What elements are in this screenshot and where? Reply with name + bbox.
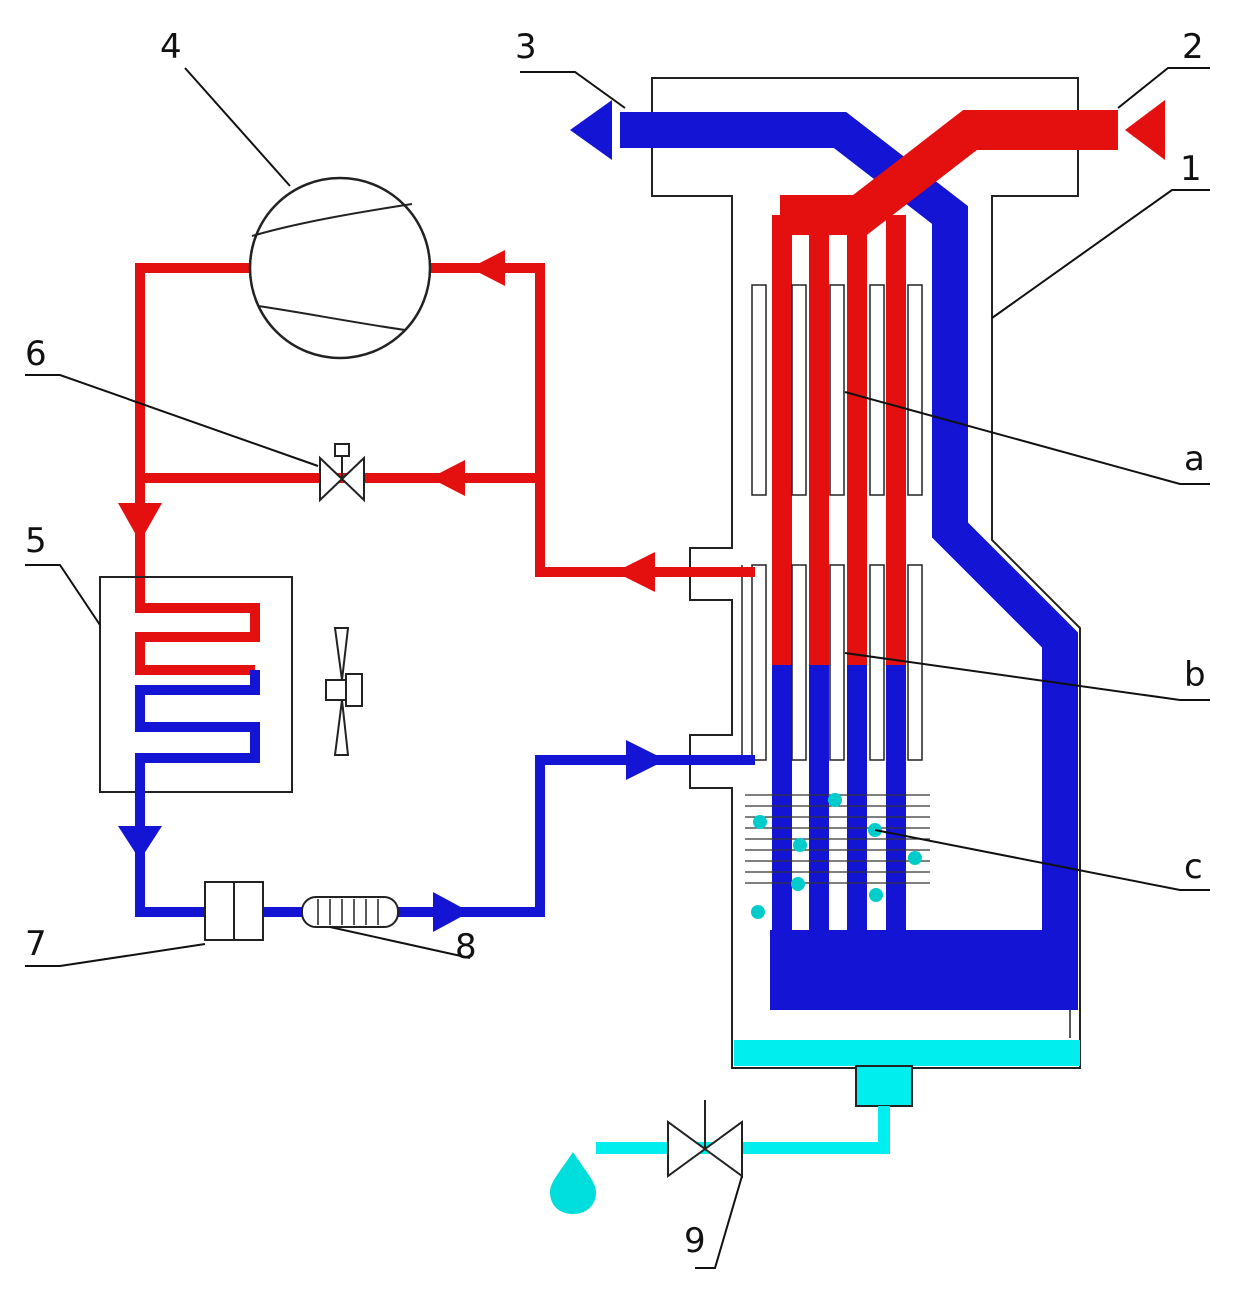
- leader-8: [329, 926, 471, 959]
- condensate-pool: [734, 1040, 1080, 1066]
- condenser-box: [99, 576, 293, 793]
- bypass-valve-icon: [319, 443, 365, 503]
- leader-5: [25, 564, 101, 626]
- leader-b: [844, 652, 1210, 701]
- leader-7: [25, 943, 206, 967]
- cold-air-bottom-chamber: [770, 930, 1060, 1010]
- label-2: 2: [1182, 27, 1204, 67]
- label-c: c: [1184, 847, 1203, 887]
- label-3: 3: [515, 27, 537, 67]
- leader-a: [844, 391, 1210, 485]
- leader-3: [520, 71, 626, 109]
- air-inlet-arrow-icon: [1125, 100, 1165, 160]
- label-7: 7: [25, 924, 47, 964]
- discharge-line: [135, 263, 250, 600]
- condenser-coil-hot: [135, 600, 260, 675]
- leader-1: [991, 189, 1210, 319]
- dryer-housing: [651, 77, 1081, 1069]
- fan-icon: [325, 627, 363, 756]
- flow-arrow-icon: [118, 503, 162, 542]
- drop-icon: [550, 1152, 596, 1214]
- liquid-line: [135, 755, 755, 917]
- leader-c: [874, 829, 1210, 891]
- drain-valve-icon: [667, 1100, 743, 1178]
- leader-4: [184, 67, 291, 187]
- flow-arrow-icon: [470, 250, 505, 286]
- compressor-icon: [248, 176, 432, 360]
- leader-2: [1117, 67, 1210, 109]
- flow-arrow-icon: [626, 740, 666, 780]
- drain-sump: [855, 1065, 913, 1107]
- cold-air-outlet-channel: [620, 112, 1078, 1010]
- label-b: b: [1184, 655, 1206, 695]
- precooler-fins: [751, 284, 923, 496]
- capillary-tube: [301, 896, 399, 928]
- condenser-coil-cold: [135, 670, 260, 820]
- exchanger-tubes: [772, 215, 906, 935]
- label-5: 5: [25, 521, 47, 561]
- label-a: a: [1184, 439, 1205, 479]
- label-4: 4: [160, 27, 182, 67]
- label-9: 9: [684, 1221, 706, 1261]
- flow-arrow-icon: [433, 892, 470, 932]
- leader-6: [25, 374, 319, 467]
- label-6: 6: [25, 334, 47, 374]
- air-outlet-arrow-icon: [570, 100, 612, 160]
- label-1: 1: [1180, 149, 1202, 189]
- leader-9: [695, 1175, 743, 1269]
- label-8: 8: [455, 927, 477, 967]
- flow-arrow-icon: [430, 460, 465, 496]
- flow-arrow-icon: [118, 826, 162, 860]
- suction-line: [430, 263, 755, 577]
- flow-arrow-icon: [615, 552, 655, 592]
